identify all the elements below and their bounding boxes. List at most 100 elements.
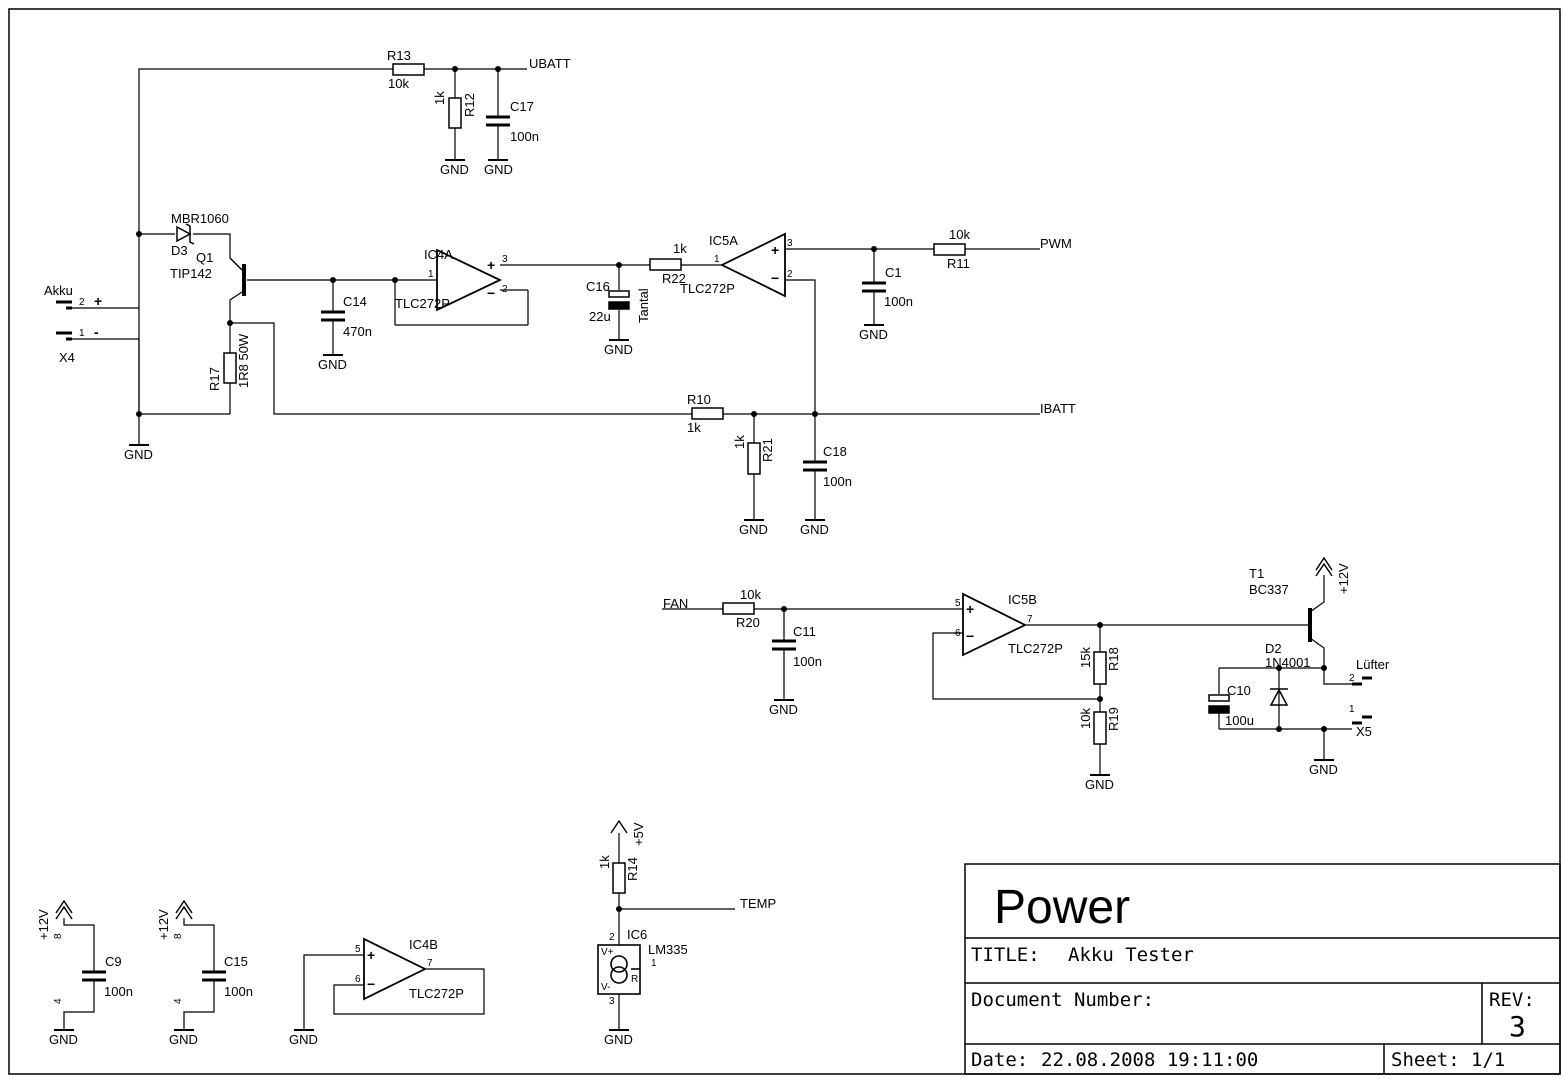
net-ibatt: IBATT: [1040, 401, 1076, 416]
c16-value: 22u: [589, 309, 611, 324]
gnd-label-c15: GND: [169, 1032, 198, 1047]
c15-pin4: 4: [173, 998, 184, 1004]
r10-ref: R10: [687, 392, 711, 407]
sheet-label: Sheet:: [1391, 1049, 1460, 1071]
ic6-pin3: 3: [609, 996, 615, 1007]
date-value: 22.08.2008 19:11:00: [1041, 1049, 1258, 1071]
ic4a-value: TLC272P: [395, 296, 450, 311]
wires: [63, 68, 1352, 1030]
r17-value: 1R8 50W: [236, 333, 251, 388]
net-ubatt: UBATT: [529, 56, 571, 71]
c9-pin8: 8: [53, 933, 64, 939]
x4-pin1: 1: [79, 328, 85, 339]
c1-value: 100n: [884, 294, 913, 309]
c17-ref: C17: [510, 99, 534, 114]
gnd-label-r21: GND: [739, 522, 768, 537]
gnd-label-r12: GND: [440, 162, 469, 177]
r13-value: 10k: [388, 76, 409, 91]
gnd-label-c1: GND: [859, 327, 888, 342]
x4-plus: +: [94, 293, 102, 309]
gnd-label-c18: GND: [800, 522, 829, 537]
r19-value: 10k: [1078, 708, 1093, 729]
c1-ref: C1: [885, 265, 902, 280]
rev-value: 3: [1509, 1010, 1526, 1043]
net-labels: UBATT PWM IBATT FAN TEMP GND GND GND GND…: [36, 56, 1351, 1047]
ic5a-pin2: 2: [787, 269, 793, 280]
ground-symbols: [54, 159, 1334, 1031]
gnd-label-ic4b: GND: [289, 1032, 318, 1047]
ic4a-pin1: 1: [428, 269, 434, 280]
ic5b-value: TLC272P: [1008, 641, 1063, 656]
connector-pins: [56, 300, 1372, 725]
ic6-ref: IC6: [627, 927, 647, 942]
ic5b-plus: +: [966, 601, 974, 617]
r11-ref: R11: [947, 256, 970, 271]
net-temp: TEMP: [740, 896, 776, 911]
r14-ref: R14: [625, 857, 640, 881]
d2-ref: D2: [1265, 641, 1282, 656]
r21-ref: R21: [760, 438, 775, 462]
r11-value: 10k: [949, 227, 970, 242]
document-number-label: Document Number:: [971, 989, 1154, 1011]
c15-ref: C15: [224, 954, 248, 969]
c15-value: 100n: [224, 984, 253, 999]
r20-value: 10k: [740, 587, 761, 602]
c10-ref: C10: [1227, 683, 1251, 698]
ic6-vplus: V+: [601, 947, 614, 958]
ic4b-plus: +: [367, 947, 375, 963]
gnd-label-c14: GND: [318, 357, 347, 372]
pin-numbers: 2 + 1 - 2 1 1 3 2 + − 1 3 2 + − 5 6 7 + …: [53, 238, 1355, 1007]
r17-ref: R17: [207, 367, 222, 391]
ic5a-ref: IC5A: [709, 233, 738, 248]
ic5a-pin3: 3: [787, 238, 793, 249]
gnd-label-c17: GND: [484, 162, 513, 177]
resistors: [223, 63, 1107, 894]
r20-ref: R20: [736, 615, 760, 630]
x4-ref: X4: [59, 350, 75, 365]
c18-ref: C18: [823, 444, 847, 459]
c16-ref: C16: [586, 279, 610, 294]
c14-value: 470n: [343, 324, 372, 339]
ic5b-pin5: 5: [955, 598, 961, 609]
gnd-label-r19: GND: [1085, 777, 1114, 792]
lm335-body: [597, 944, 641, 995]
junctions: [136, 66, 1327, 912]
ic5a-pin1: 1: [714, 254, 720, 265]
gnd-label-ic6: GND: [604, 1032, 633, 1047]
c10-value: 100u: [1225, 713, 1254, 728]
gnd-label-x5: GND: [1309, 762, 1338, 777]
q1-value: TIP142: [170, 266, 212, 281]
x5-pin2: 2: [1349, 673, 1355, 684]
ic4a-pin2: 2: [502, 284, 508, 295]
c15-pin8: 8: [173, 933, 184, 939]
gnd-label-x4: GND: [124, 447, 153, 462]
opamps: [363, 232, 1028, 1001]
supply-12v-t1: +12V: [1336, 563, 1351, 594]
x4-minus: -: [94, 324, 99, 340]
x4-name: Akku: [44, 283, 73, 298]
c14-ref: C14: [343, 294, 367, 309]
ic6-vminus: V-: [601, 982, 610, 993]
title-value: Akku Tester: [1068, 944, 1194, 966]
r22-ref: R22: [662, 271, 686, 286]
q1-ref: Q1: [196, 250, 213, 265]
r21-value: 1k: [732, 435, 747, 449]
r18-ref: R18: [1106, 647, 1121, 671]
date-label: Date:: [971, 1049, 1028, 1071]
capacitors: [82, 115, 886, 982]
t1-value: BC337: [1249, 582, 1289, 597]
net-pwm: PWM: [1040, 236, 1072, 251]
supply-arrows: [55, 556, 1333, 920]
ic4b-pin7: 7: [427, 958, 433, 969]
supply-12v-c9: +12V: [36, 909, 51, 940]
part-labels: R13 10k 1k R12 C17 100n MBR1060 D3 Q1 TI…: [44, 48, 1390, 1001]
t1-ref: T1: [1249, 566, 1264, 581]
ic5b-ref: IC5B: [1008, 592, 1037, 607]
gnd-label-c16: GND: [604, 342, 633, 357]
c9-value: 100n: [104, 984, 133, 999]
c18-value: 100n: [823, 474, 852, 489]
ic6-value: LM335: [648, 942, 688, 957]
d3-ref: D3: [171, 243, 188, 258]
ic4b-value: TLC272P: [409, 986, 464, 1001]
